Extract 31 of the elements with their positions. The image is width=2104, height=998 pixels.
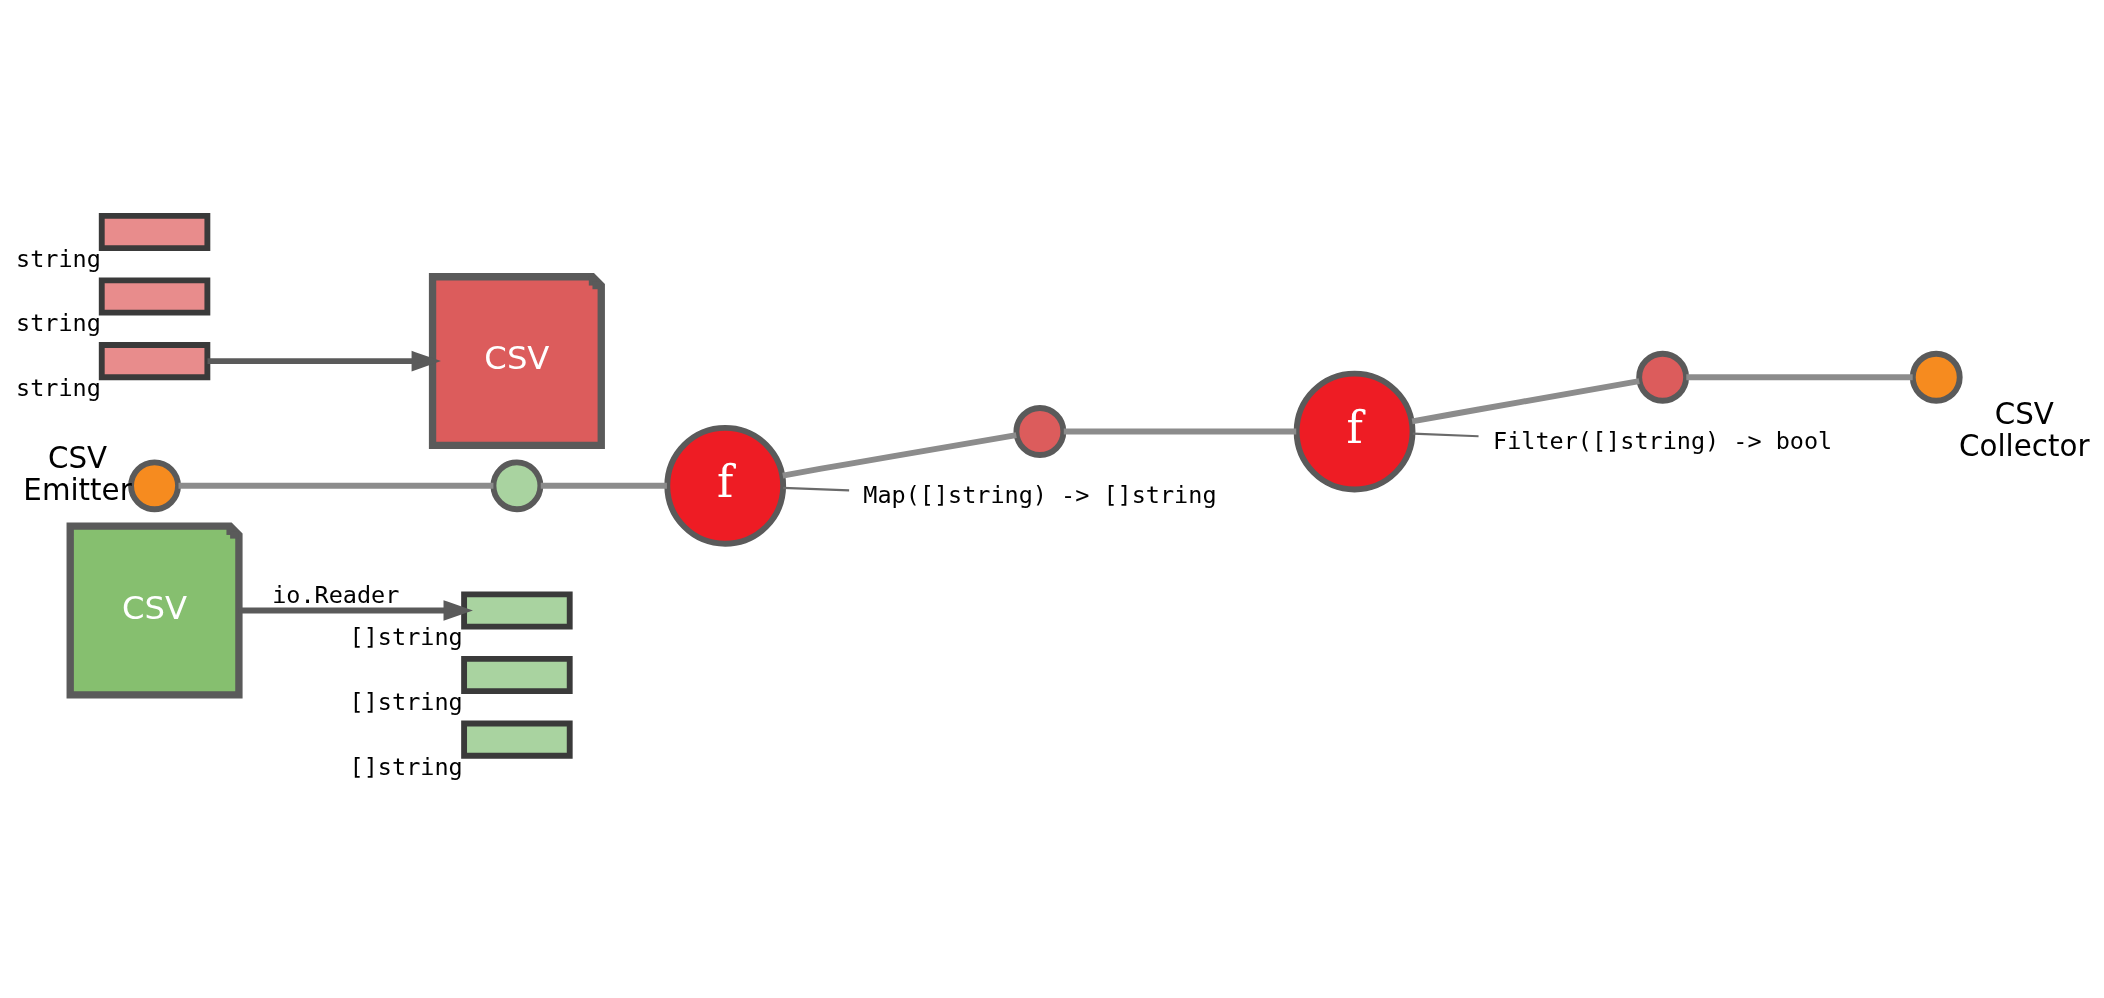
connector bbox=[1412, 432, 1479, 438]
node-label: []string bbox=[349, 752, 463, 781]
connector bbox=[178, 482, 494, 489]
node-bar bbox=[461, 655, 573, 695]
node-circle bbox=[1013, 405, 1067, 458]
connector bbox=[540, 482, 667, 489]
node-label: []string bbox=[349, 623, 463, 652]
node-text: Map([]string) -> []string bbox=[863, 481, 1217, 510]
node-bar bbox=[98, 277, 211, 316]
connector bbox=[782, 432, 1017, 479]
node-circle bbox=[490, 459, 544, 513]
edge-label: io.Reader bbox=[272, 580, 400, 609]
node-circle: f bbox=[664, 424, 787, 547]
node-circle bbox=[1909, 350, 1963, 404]
arrow bbox=[207, 350, 441, 372]
node-label: string bbox=[16, 309, 101, 338]
node-circle bbox=[1636, 350, 1690, 404]
node-label: string bbox=[16, 244, 101, 273]
node-bar bbox=[461, 591, 573, 630]
node-bar bbox=[461, 720, 573, 759]
node-label: string bbox=[16, 374, 101, 403]
node-circle: f bbox=[1293, 370, 1416, 493]
node-bar bbox=[98, 342, 211, 381]
node-label: []string bbox=[349, 687, 463, 716]
connector bbox=[1411, 378, 1640, 425]
connector bbox=[1063, 428, 1297, 435]
node-text: Filter([]string) -> bool bbox=[1493, 426, 1833, 455]
node-label: CSV Collector bbox=[1959, 397, 2090, 464]
connector bbox=[1686, 374, 1913, 381]
connector bbox=[783, 486, 850, 492]
node-bar bbox=[98, 212, 211, 252]
